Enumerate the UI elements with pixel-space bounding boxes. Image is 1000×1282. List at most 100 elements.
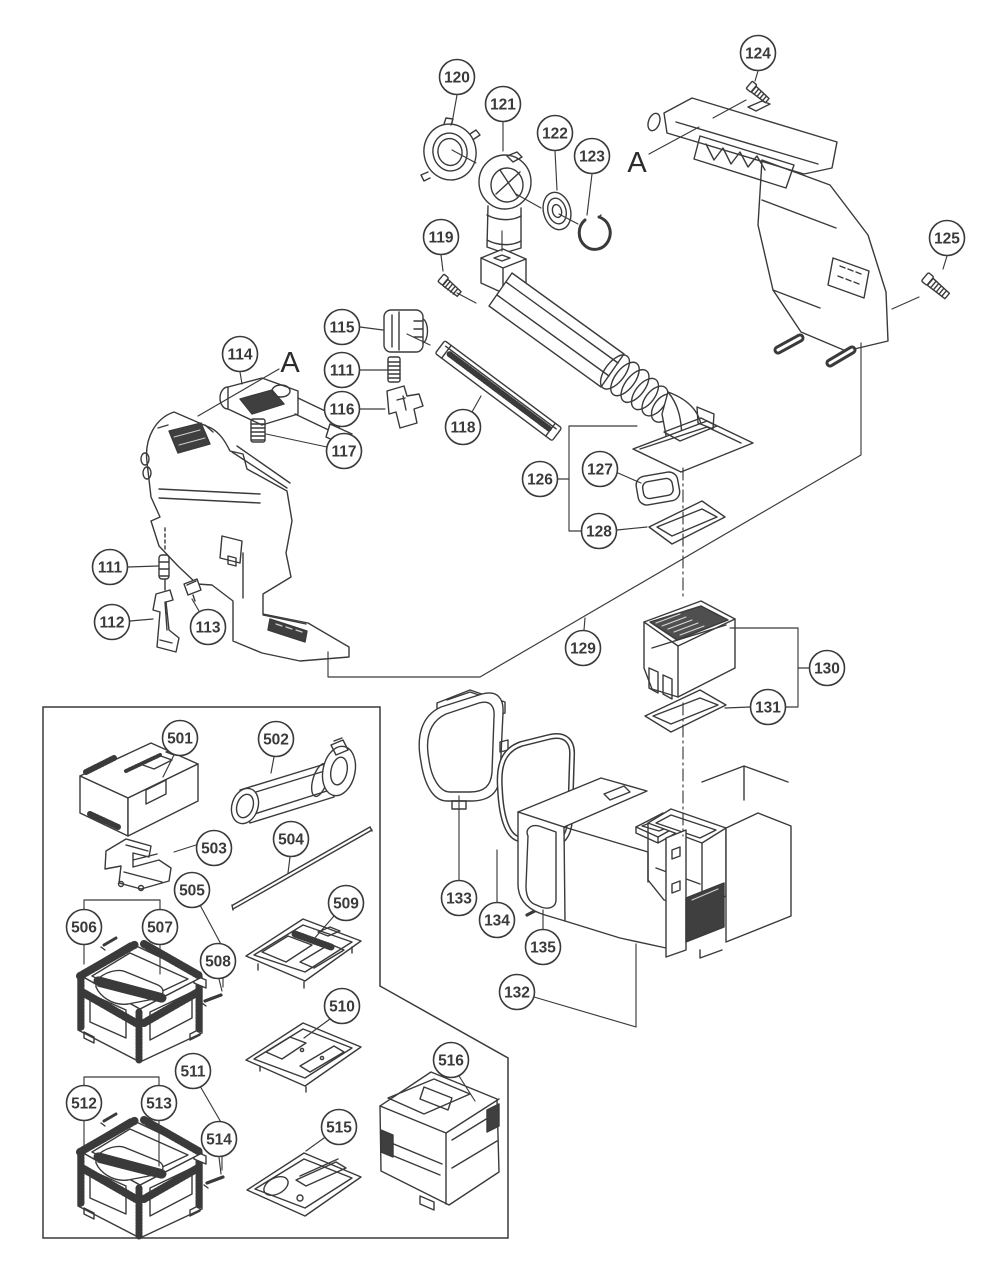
balloon-circle[interactable] <box>140 1084 178 1122</box>
part-side-handle <box>230 737 357 825</box>
balloon-circle[interactable] <box>564 629 602 667</box>
balloon-circle[interactable] <box>444 408 482 446</box>
balloon-circle[interactable] <box>91 548 129 586</box>
balloon-circle[interactable] <box>325 432 363 470</box>
balloon-circle[interactable] <box>498 973 536 1011</box>
balloon-117[interactable]: 117 <box>325 432 363 470</box>
leader-125 <box>891 296 920 310</box>
balloon-circle[interactable] <box>272 820 310 858</box>
balloon-501[interactable]: 501 <box>161 719 199 757</box>
balloon-111[interactable]: 111 <box>91 548 129 586</box>
balloon-circle[interactable] <box>320 1108 358 1146</box>
balloon-circle[interactable] <box>323 987 361 1025</box>
balloon-509[interactable]: 509 <box>327 884 365 922</box>
balloon-circle[interactable] <box>928 219 966 257</box>
balloon-circle[interactable] <box>221 335 259 373</box>
balloon-circle[interactable] <box>323 390 361 428</box>
balloon-circle[interactable] <box>484 85 522 123</box>
balloon-128[interactable]: 128 <box>580 512 618 550</box>
balloon-119[interactable]: 119 <box>422 218 460 256</box>
balloon-507[interactable]: 507 <box>141 908 179 946</box>
balloon-circle[interactable] <box>200 1120 238 1158</box>
balloon-circle[interactable] <box>141 908 179 946</box>
balloon-circle[interactable] <box>808 649 846 687</box>
balloon-516[interactable]: 516 <box>432 1041 470 1079</box>
balloon-circle[interactable] <box>536 114 574 152</box>
balloon-122[interactable]: 122 <box>536 114 574 152</box>
balloon-circle[interactable] <box>580 512 618 550</box>
balloon-124[interactable]: 124 <box>739 34 777 72</box>
balloon-circle[interactable] <box>422 218 460 256</box>
balloon-circle[interactable] <box>521 460 559 498</box>
balloon-508[interactable]: 508 <box>199 942 237 980</box>
balloon-127[interactable]: 127 <box>581 450 619 488</box>
balloon-circle[interactable] <box>93 603 131 641</box>
balloon-circle[interactable] <box>189 608 227 646</box>
balloon-circle[interactable] <box>257 720 295 758</box>
balloon-504[interactable]: 504 <box>272 820 310 858</box>
balloon-circle[interactable] <box>174 1052 212 1090</box>
balloon-circle[interactable] <box>323 308 361 346</box>
balloon-circle[interactable] <box>173 871 211 909</box>
balloon-circle[interactable] <box>199 942 237 980</box>
balloon-circle[interactable] <box>65 1084 103 1122</box>
balloon-113[interactable]: 113 <box>189 608 227 646</box>
leader-508 <box>218 978 223 992</box>
balloon-116[interactable]: 116 <box>323 390 361 428</box>
balloon-511[interactable]: 511 <box>174 1052 212 1090</box>
balloon-circle[interactable] <box>432 1041 470 1079</box>
balloon-label: 502 <box>263 731 289 748</box>
balloon-circle[interactable] <box>65 908 103 946</box>
balloon-label: 512 <box>71 1095 97 1112</box>
balloon-circle[interactable] <box>161 719 199 757</box>
balloon-513[interactable]: 513 <box>140 1084 178 1122</box>
balloon-120[interactable]: 120 <box>438 58 476 96</box>
balloon-circle[interactable] <box>478 901 516 939</box>
balloon-circle[interactable] <box>581 450 619 488</box>
balloon-circle[interactable] <box>749 688 787 726</box>
part-screw-119 <box>437 273 462 298</box>
balloon-133[interactable]: 133 <box>440 879 478 917</box>
balloon-503[interactable]: 503 <box>195 829 233 867</box>
balloon-circle[interactable] <box>573 137 611 175</box>
balloon-label: 513 <box>146 1095 172 1112</box>
balloon-515[interactable]: 515 <box>320 1108 358 1146</box>
balloon-505[interactable]: 505 <box>173 871 211 909</box>
balloon-circle[interactable] <box>323 351 361 389</box>
balloon-130[interactable]: 130 <box>808 649 846 687</box>
balloon-129[interactable]: 129 <box>564 629 602 667</box>
balloon-112[interactable]: 112 <box>93 603 131 641</box>
balloon-125[interactable]: 125 <box>928 219 966 257</box>
balloon-circle[interactable] <box>524 928 562 966</box>
balloon-121[interactable]: 121 <box>484 85 522 123</box>
balloon-506[interactable]: 506 <box>65 908 103 946</box>
part-inlay-tray-510 <box>245 1022 362 1093</box>
balloon-111[interactable]: 111 <box>323 351 361 389</box>
balloon-510[interactable]: 510 <box>323 987 361 1025</box>
balloon-circle[interactable] <box>438 58 476 96</box>
part-inlay-tray-509 <box>245 918 362 989</box>
balloon-114[interactable]: 114 <box>221 335 259 373</box>
balloon-512[interactable]: 512 <box>65 1084 103 1122</box>
balloon-126[interactable]: 126 <box>521 460 559 498</box>
balloon-label: 515 <box>326 1119 352 1136</box>
part-seal-127 <box>635 471 681 506</box>
balloon-circle[interactable] <box>327 884 365 922</box>
part-pin-case-lower <box>100 1112 118 1127</box>
balloon-514[interactable]: 514 <box>200 1120 238 1158</box>
balloon-118[interactable]: 118 <box>444 408 482 446</box>
balloon-132[interactable]: 132 <box>498 973 536 1011</box>
part-screw-124 <box>745 80 770 104</box>
balloon-circle[interactable] <box>739 34 777 72</box>
balloon-123[interactable]: 123 <box>573 137 611 175</box>
balloon-115[interactable]: 115 <box>323 308 361 346</box>
balloon-135[interactable]: 135 <box>524 928 562 966</box>
balloon-502[interactable]: 502 <box>257 720 295 758</box>
balloon-134[interactable]: 134 <box>478 901 516 939</box>
balloon-circle[interactable] <box>440 879 478 917</box>
part-filter-box <box>643 600 736 700</box>
balloon-131[interactable]: 131 <box>749 688 787 726</box>
balloon-circle[interactable] <box>195 829 233 867</box>
part-stack-case-upper <box>78 943 206 1062</box>
